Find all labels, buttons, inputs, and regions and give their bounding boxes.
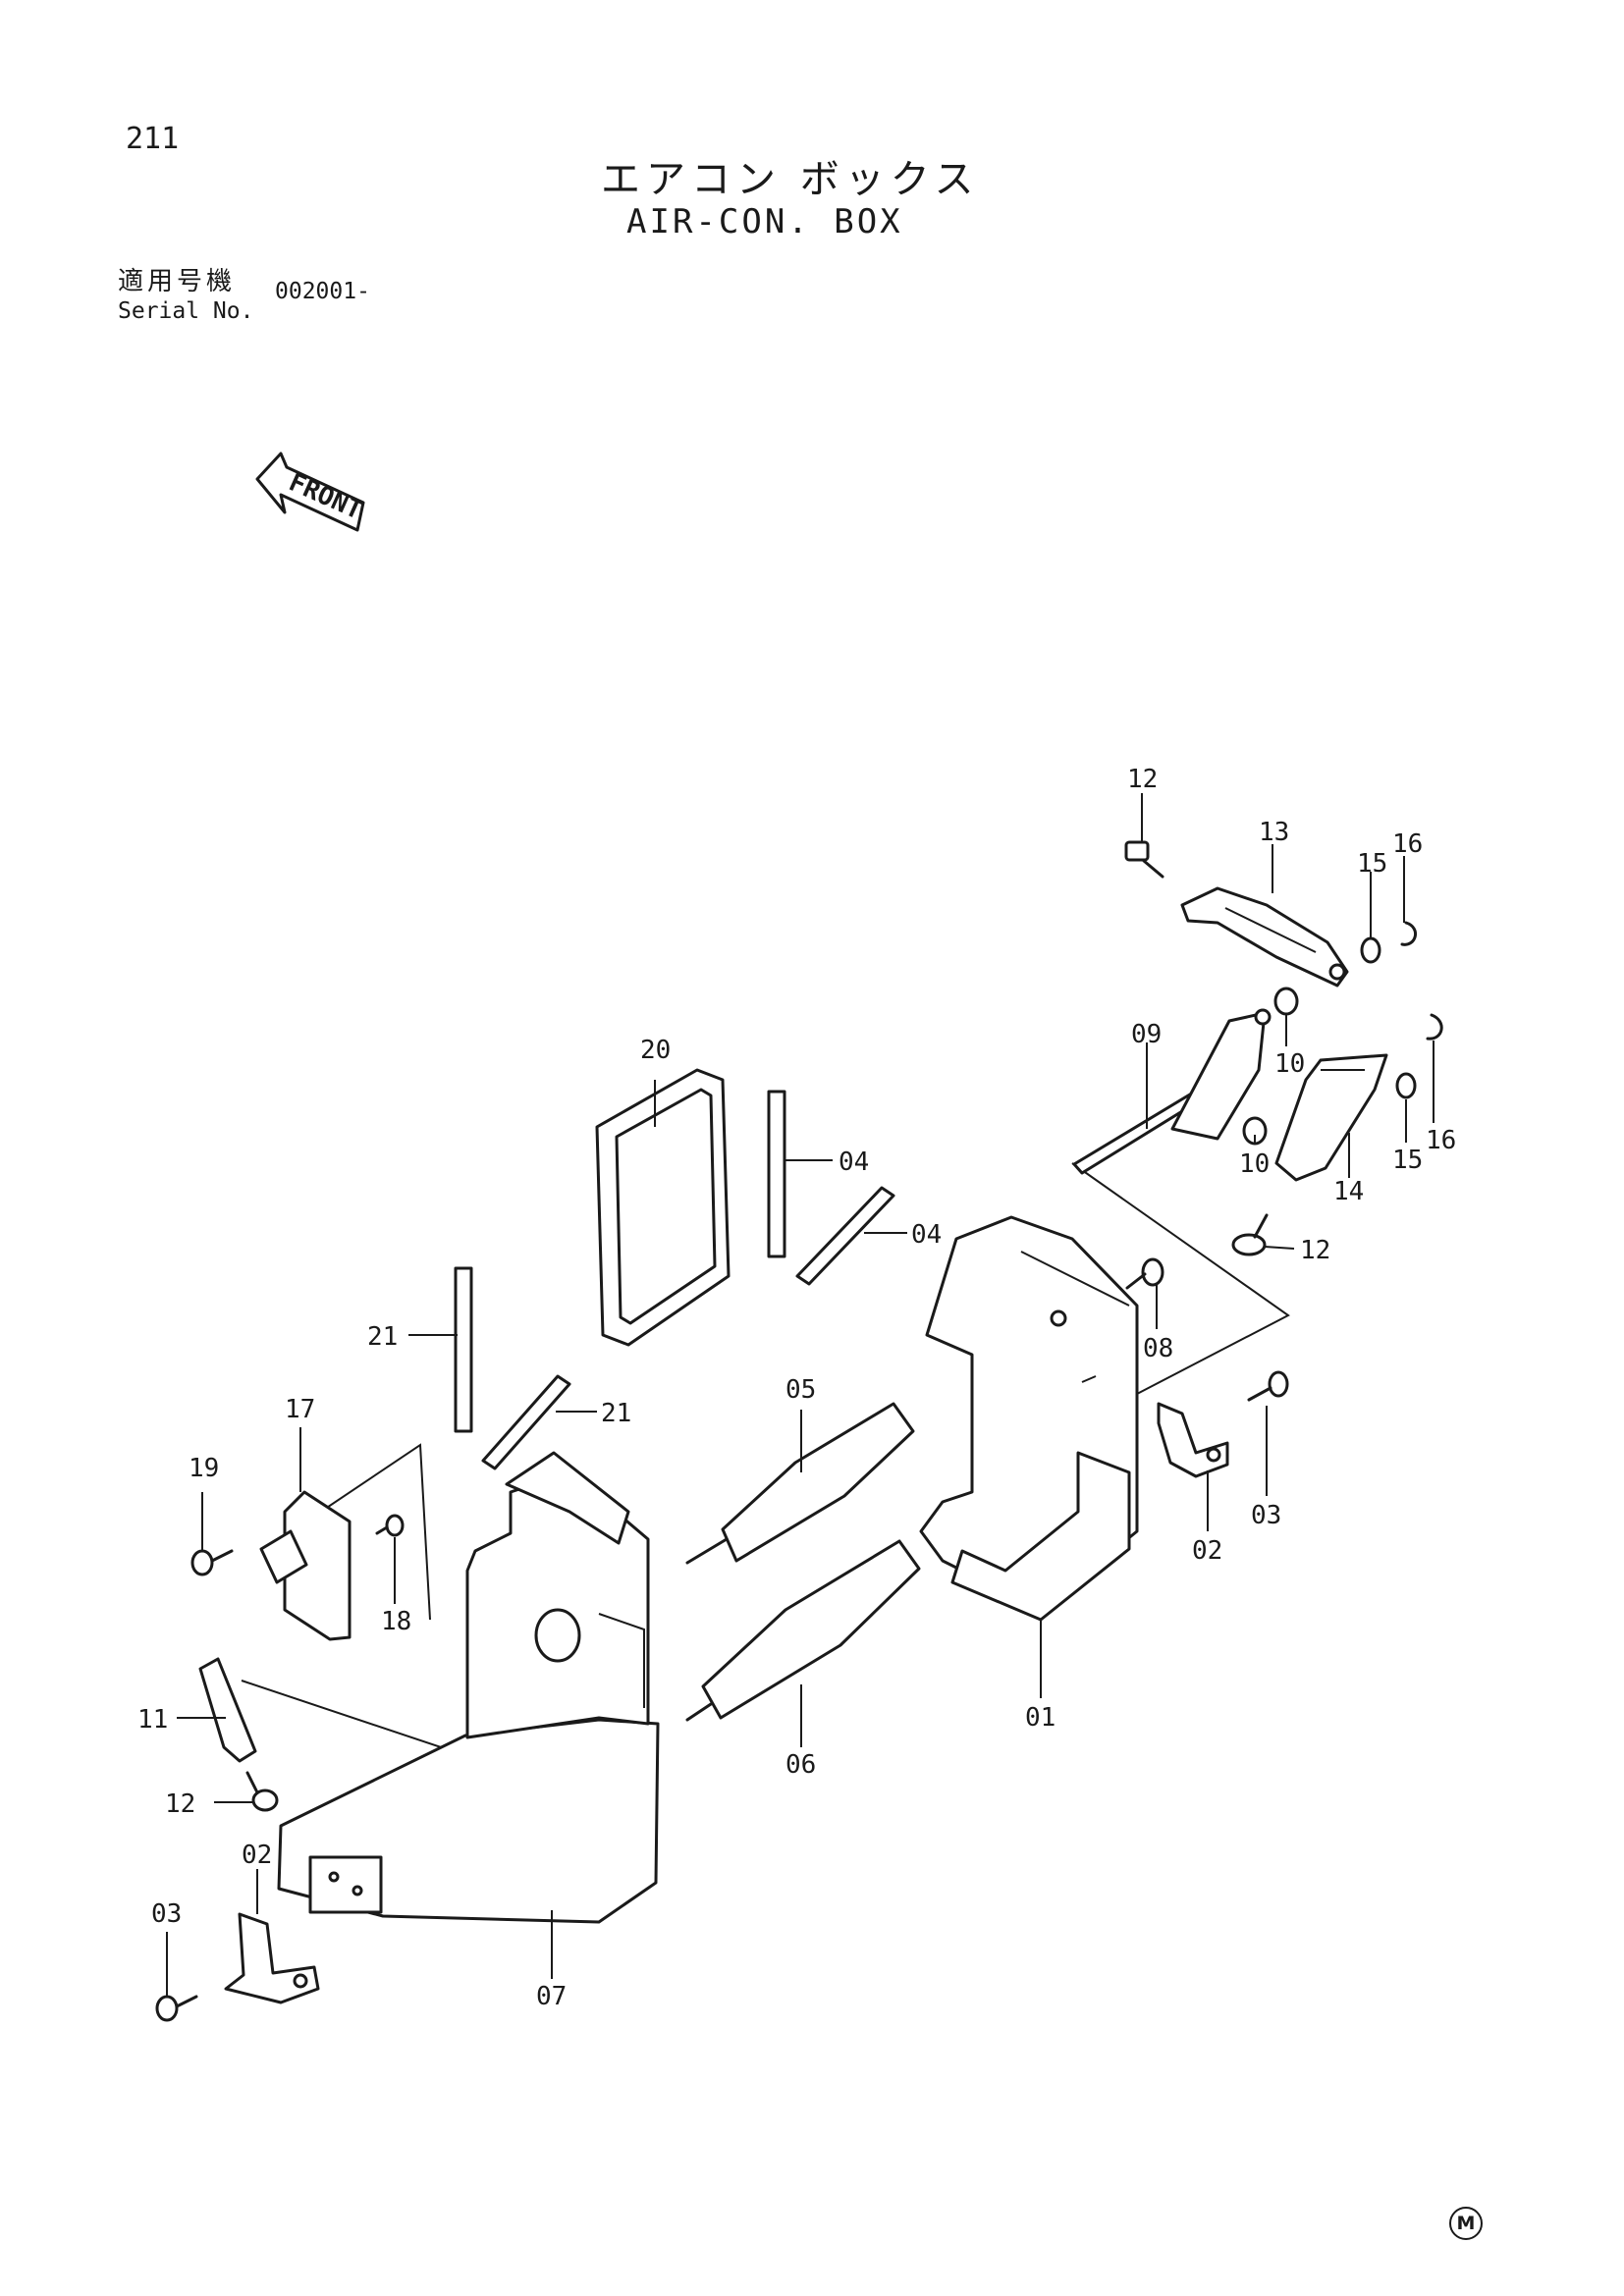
- part-18-screw: [375, 1514, 405, 1537]
- callout-02: 02: [242, 1841, 272, 1870]
- part-07-main-housing: [277, 1451, 660, 1924]
- part-05-filter: [685, 1402, 915, 1565]
- callout-04: 04: [911, 1220, 942, 1250]
- part-20-gasket-frame: [595, 1068, 731, 1347]
- callout-01: 01: [1025, 1703, 1056, 1733]
- callout-02: 02: [1192, 1536, 1222, 1566]
- part-12-screw-right: [1231, 1213, 1269, 1256]
- part-04-seal-strip-diagonal: [795, 1186, 895, 1286]
- front-arrow-label: FRONT: [285, 467, 367, 525]
- callout-21: 21: [601, 1399, 631, 1428]
- part-14-link-bracket: [1274, 1053, 1388, 1182]
- callout-05: 05: [785, 1375, 816, 1405]
- callout-leaders: [166, 793, 1435, 1997]
- callout-12: 12: [165, 1789, 195, 1819]
- callout-10: 10: [1239, 1149, 1270, 1179]
- callout-03: 03: [151, 1899, 182, 1929]
- callout-12: 12: [1127, 765, 1158, 794]
- callout-11: 11: [137, 1705, 168, 1735]
- part-04-seal-strip-vertical: [767, 1090, 786, 1258]
- part-06-filter: [685, 1539, 921, 1722]
- callout-15: 15: [1392, 1146, 1423, 1175]
- callout-13: 13: [1259, 818, 1289, 847]
- part-03-screw-left: [155, 1995, 198, 2022]
- callout-03: 03: [1251, 1501, 1281, 1530]
- part-01-right-case: [919, 1215, 1139, 1622]
- title-english: AIR-CON. BOX: [626, 202, 903, 241]
- part-21-seal-strip-vertical: [454, 1266, 473, 1433]
- part-16-clip-lower: [1426, 1013, 1443, 1041]
- callout-08: 08: [1143, 1334, 1173, 1363]
- part-12-screw-top: [1124, 840, 1164, 879]
- part-17-switch-unit: [259, 1490, 352, 1641]
- callout-19: 19: [189, 1454, 219, 1483]
- callout-labels: 12 13 15 16 09 10 10 14 15 16 12 20 04 0…: [137, 765, 1456, 2011]
- callout-18: 18: [381, 1607, 411, 1636]
- part-03-screw-right: [1247, 1370, 1289, 1402]
- serial-label-japanese: 適用号機: [118, 267, 237, 296]
- callout-17: 17: [285, 1395, 315, 1424]
- part-21-seal-strip-diagonal: [481, 1374, 571, 1470]
- callout-21: 21: [367, 1322, 398, 1352]
- serial-label-english: Serial No.: [118, 298, 254, 324]
- callout-15: 15: [1357, 849, 1387, 879]
- part-12-screw-left: [245, 1771, 279, 1812]
- callout-12: 12: [1300, 1236, 1330, 1265]
- part-08-screw: [1125, 1257, 1164, 1290]
- maker-mark: M: [1449, 2207, 1483, 2240]
- title-japanese: エアコン ボックス: [601, 157, 980, 202]
- callout-16: 16: [1426, 1126, 1456, 1155]
- part-09-shaft: [1072, 1008, 1272, 1175]
- callout-10: 10: [1274, 1049, 1305, 1079]
- part-15-washer-top: [1360, 936, 1381, 964]
- part-19-screw: [190, 1549, 234, 1576]
- callout-09: 09: [1131, 1020, 1162, 1049]
- callout-06: 06: [785, 1750, 816, 1780]
- part-11-bracket: [198, 1657, 257, 1763]
- part-10-bushing-upper: [1273, 987, 1299, 1016]
- serial-number-value: 002001-: [275, 279, 370, 304]
- part-02-bracket-right: [1157, 1402, 1229, 1478]
- part-02-bracket-left: [224, 1912, 320, 2004]
- page-number: 211: [126, 122, 180, 156]
- callout-16: 16: [1392, 829, 1423, 859]
- callout-04: 04: [839, 1148, 869, 1177]
- callout-20: 20: [640, 1036, 671, 1065]
- assembly-guide-lines: [241, 1162, 1290, 1760]
- callout-07: 07: [536, 1982, 567, 2011]
- callout-14: 14: [1333, 1177, 1364, 1206]
- part-15-washer-lower: [1395, 1072, 1417, 1099]
- part-13-lever-arm: [1180, 886, 1349, 988]
- front-arrow-icon: FRONT: [255, 452, 367, 532]
- part-16-clip-top: [1400, 921, 1417, 946]
